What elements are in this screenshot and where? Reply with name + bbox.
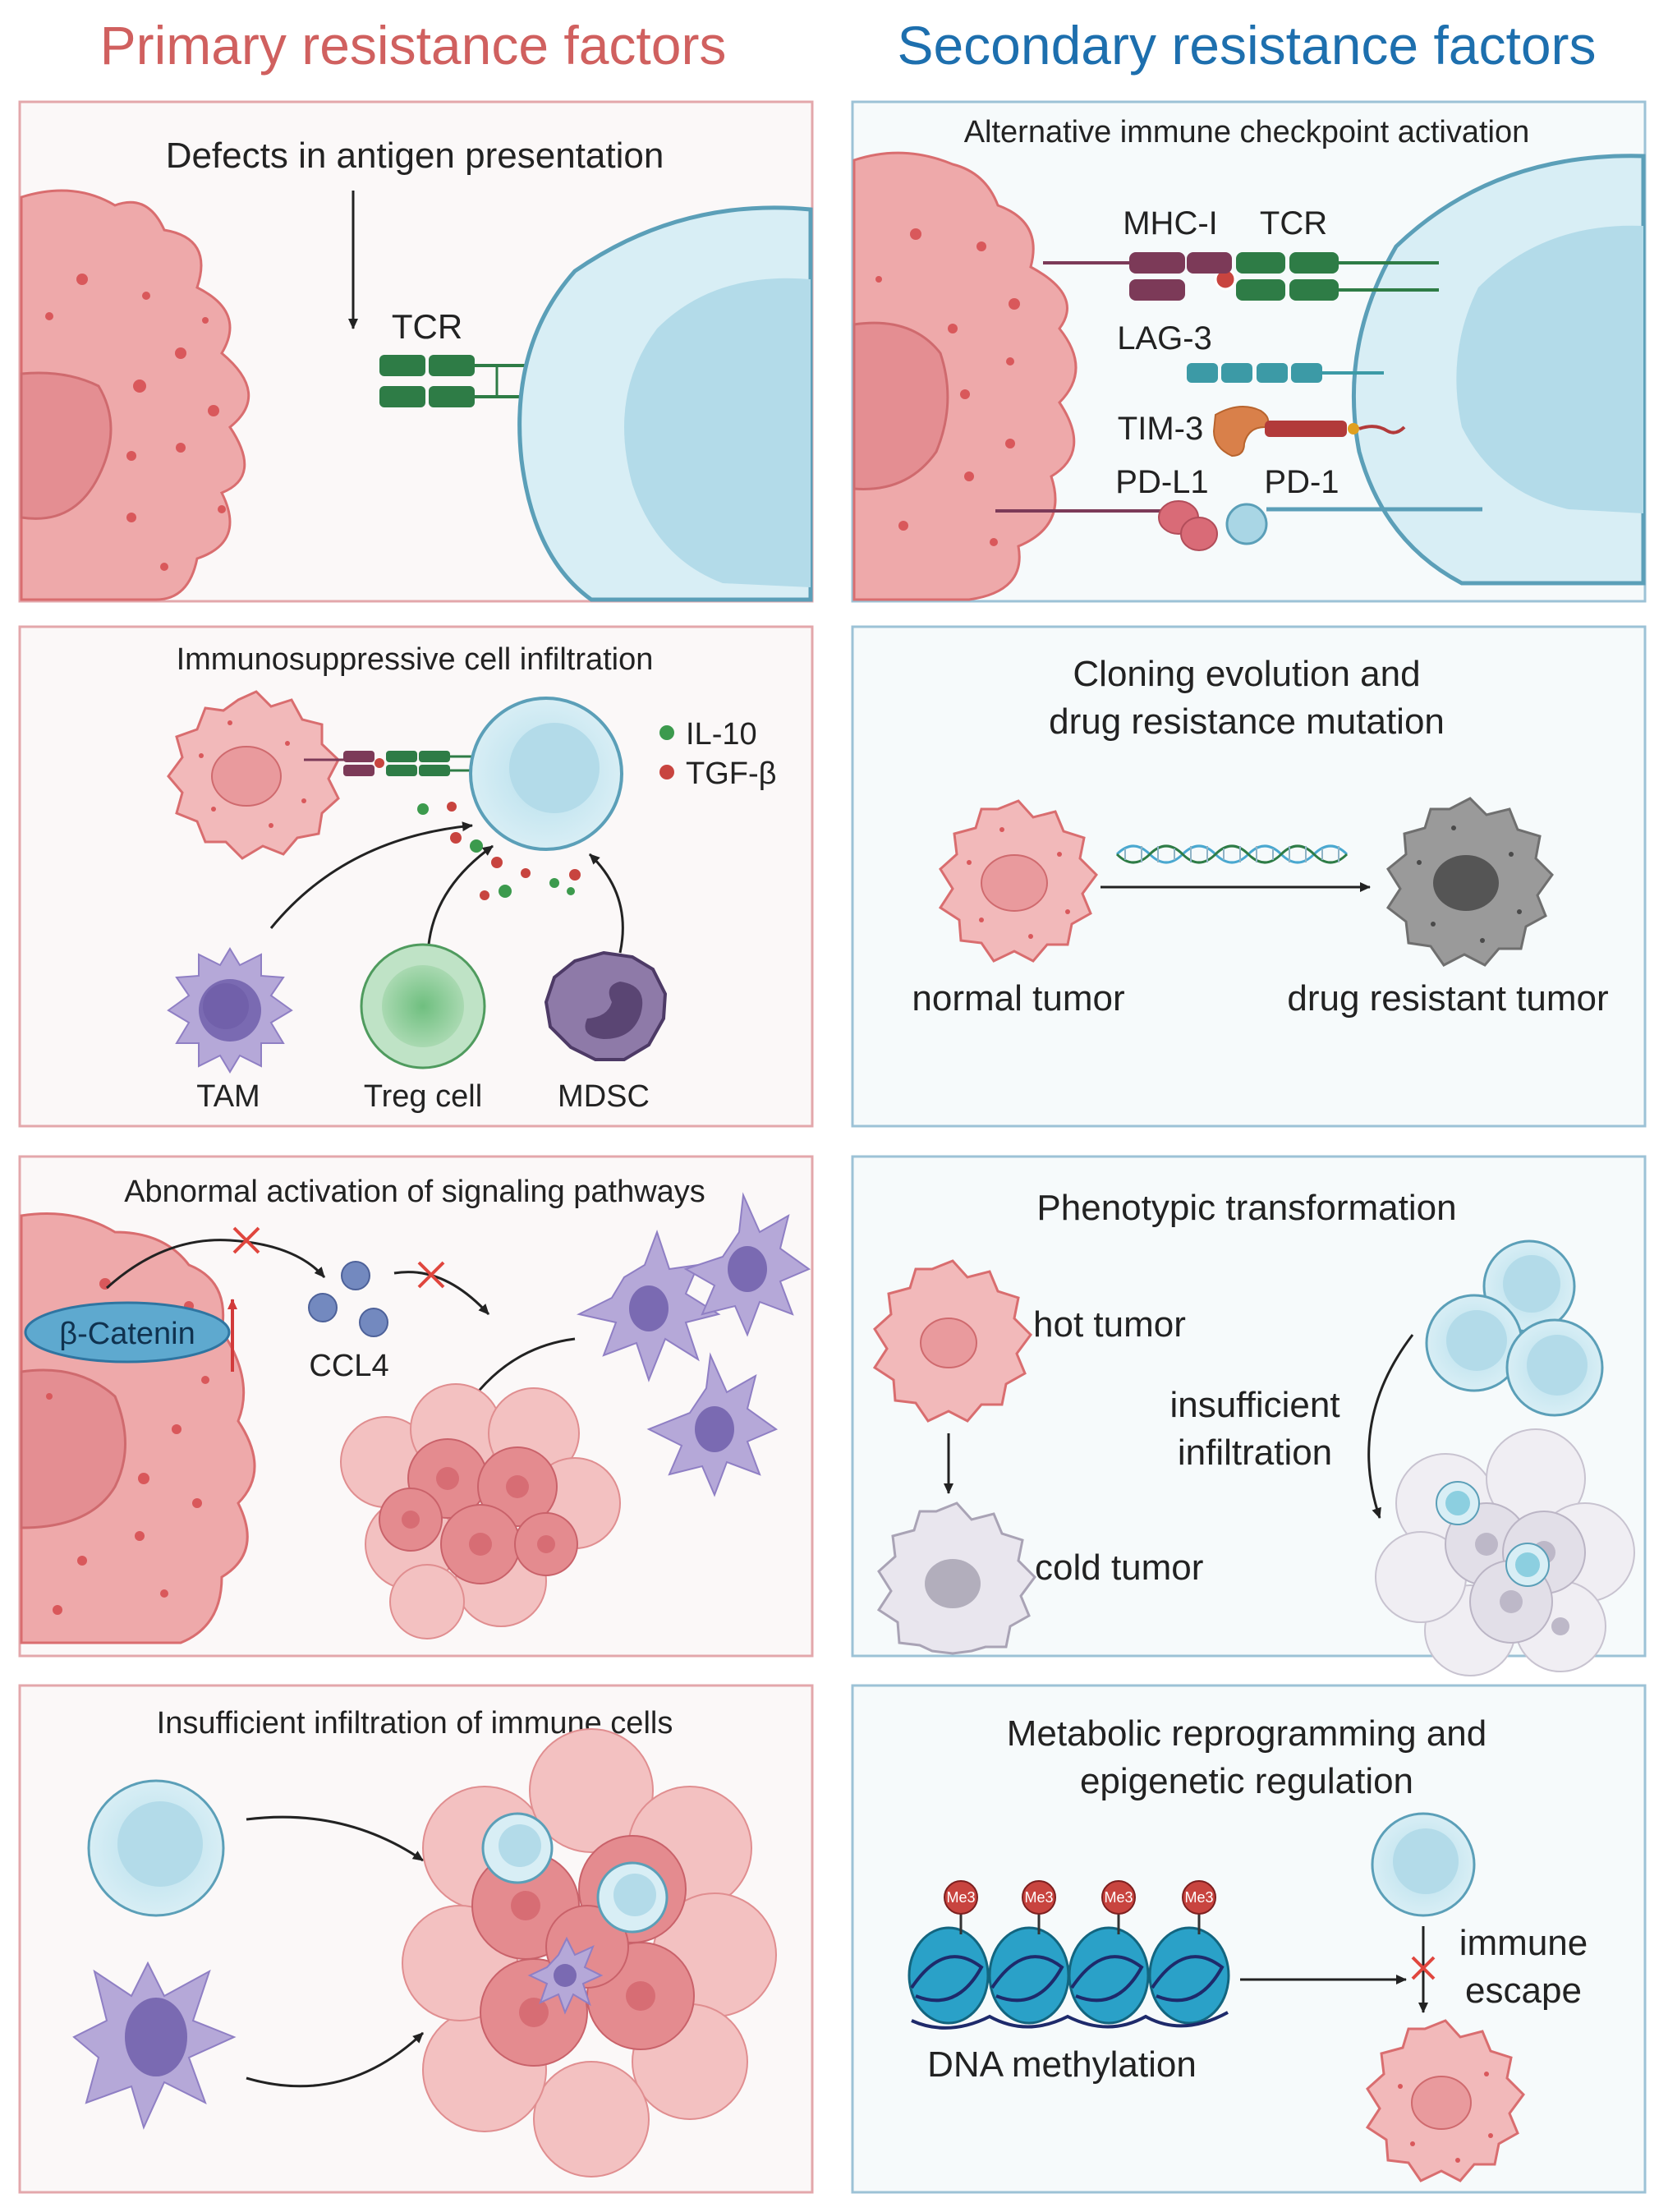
panel-abnormal-signaling: Abnormal activation of signaling pathway… (18, 1155, 814, 1658)
label-mhc-i: MHC-I (1123, 205, 1218, 241)
label-pd-l1: PD-L1 (1115, 464, 1208, 500)
tumor-cluster (402, 1728, 777, 2178)
panel-title: Alternative immune checkpoint activation (964, 115, 1530, 149)
tam-cell (167, 947, 293, 1074)
tumor-cell (852, 151, 1078, 601)
panel-title: Defects in antigen presentation (166, 136, 664, 176)
beta-catenin-label: β-Catenin (59, 1317, 195, 1351)
panel-metabolic-epigenetic: Metabolic reprogramming and epigenetic r… (851, 1684, 1647, 2194)
label-pd-1: PD-1 (1264, 464, 1339, 500)
beta-catenin-oval (24, 1301, 231, 1364)
legend-tgfb: TGF-β (686, 756, 777, 791)
label-mdsc: MDSC (558, 1079, 650, 1114)
hot-tumor-label: hot tumor (1033, 1304, 1186, 1345)
t-cell-nucleus (1456, 225, 1643, 513)
tumor-nucleus (211, 746, 282, 807)
t-cell-group (1425, 1239, 1604, 1417)
cold-tumor-label: cold tumor (1035, 1547, 1203, 1588)
block-cross (232, 1226, 260, 1254)
cold-tumor-cluster (1375, 1428, 1635, 1676)
me3-mark-1: Me3 (946, 1889, 975, 1906)
label-treg: Treg cell (364, 1079, 482, 1114)
resistant-tumor-label: drug resistant tumor (1287, 978, 1608, 1019)
panel-immunosuppressive-infiltration: Immunosuppressive cell infiltration IL-1… (18, 625, 814, 1128)
t-cell-nucleus (509, 723, 600, 813)
panel-insufficient-infiltration: Insufficient infiltration of immune cell… (18, 1684, 814, 2194)
panel-title-line2: epigenetic regulation (1080, 1761, 1413, 1801)
nucleosome-chain: Me3 Me3 Me3 Me3 (908, 1880, 1230, 2030)
label-lag3: LAG-3 (1117, 320, 1212, 356)
panel-defects-antigen-presentation: Defects in antigen presentation TCR (18, 100, 814, 603)
immune-escape-label-line1: immune (1459, 1923, 1588, 1963)
cytokine-legend: IL-10 TGF-β (659, 717, 777, 791)
panel-phenotypic-transformation: Phenotypic transformation hot tumor cold… (851, 1155, 1647, 1676)
treg-cell (360, 943, 486, 1069)
mdsc-cell (544, 950, 668, 1061)
t-cell (87, 1779, 225, 1917)
panel-checkpoint-activation: Alternative immune checkpoint activation… (851, 100, 1647, 603)
primary-column-title: Primary resistance factors (100, 15, 727, 76)
dna-helix (1115, 844, 1349, 864)
cold-tumor-cell (876, 1501, 1036, 1655)
me3-mark-4: Me3 (1184, 1889, 1213, 1906)
me3-mark-2: Me3 (1024, 1889, 1053, 1906)
me3-mark-3: Me3 (1104, 1889, 1133, 1906)
secondary-column-title: Secondary resistance factors (897, 15, 1596, 76)
normal-tumor-cell (938, 799, 1098, 963)
block-cross (1411, 1956, 1436, 1980)
panel-title: Abnormal activation of signaling pathway… (124, 1175, 705, 1209)
tumor-cell (1365, 2019, 1525, 2182)
pd-l1-pd-1-pair (995, 500, 1482, 551)
block-cross (417, 1261, 445, 1289)
panel-title-line2: drug resistance mutation (1049, 701, 1445, 742)
cytokine-dots (417, 802, 581, 900)
panel-title-line1: Metabolic reprogramming and (1007, 1713, 1487, 1754)
dendritic-cell (72, 1961, 237, 2130)
dna-methylation-label: DNA methylation (927, 2044, 1197, 2085)
t-cell-nucleus (624, 278, 811, 587)
label-tam: TAM (196, 1079, 260, 1114)
tumor-cluster (340, 1383, 621, 1639)
immune-escape-label-line2: escape (1465, 1971, 1582, 2011)
tumor-nucleus (852, 321, 949, 490)
ccl4-label: CCL4 (309, 1349, 388, 1383)
panel-title: Phenotypic transformation (1036, 1188, 1456, 1228)
ccl4-molecules (308, 1261, 388, 1337)
tumor-nucleus (20, 371, 113, 520)
mhc-tcr-complex (1043, 252, 1439, 301)
panel-cloning-evolution: Cloning evolution and drug resistance mu… (851, 625, 1647, 1128)
lag3-receptor (1187, 363, 1384, 383)
tumor-nucleus (20, 1368, 126, 1529)
infiltration-label-line1: insufficient (1169, 1385, 1339, 1425)
panel-title-line1: Cloning evolution and (1073, 654, 1420, 694)
hot-tumor-cell (872, 1259, 1032, 1423)
resistant-tumor-cell (1385, 797, 1554, 967)
infiltration-label-line2: infiltration (1178, 1433, 1332, 1473)
tumor-granules (45, 274, 226, 571)
legend-il10: IL-10 (686, 717, 757, 752)
normal-tumor-label: normal tumor (912, 978, 1124, 1019)
t-cell (1371, 1812, 1476, 1917)
label-tcr: TCR (1260, 205, 1327, 241)
tim3-receptor (1212, 406, 1406, 458)
panel-title: Immunosuppressive cell infiltration (177, 642, 654, 677)
tcr-label: TCR (392, 307, 462, 346)
label-tim3: TIM-3 (1118, 411, 1203, 447)
